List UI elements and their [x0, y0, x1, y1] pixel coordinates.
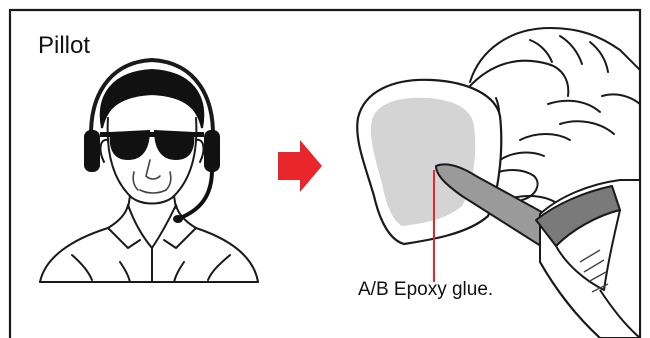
earcup-left-icon [84, 130, 100, 172]
pilot-label: Pillot [38, 34, 90, 58]
microphone-icon [180, 170, 212, 218]
pilot-face-details [133, 160, 171, 193]
glue-label: A/B Epoxy glue. [358, 280, 493, 299]
frame [10, 10, 640, 338]
right-arrow-icon [278, 140, 322, 192]
sunglasses-icon [100, 130, 204, 160]
pilot-icon [40, 118, 258, 282]
earcup-right-icon [204, 130, 220, 172]
pilot-hair [101, 70, 203, 128]
glue-tube-icon [536, 180, 640, 338]
